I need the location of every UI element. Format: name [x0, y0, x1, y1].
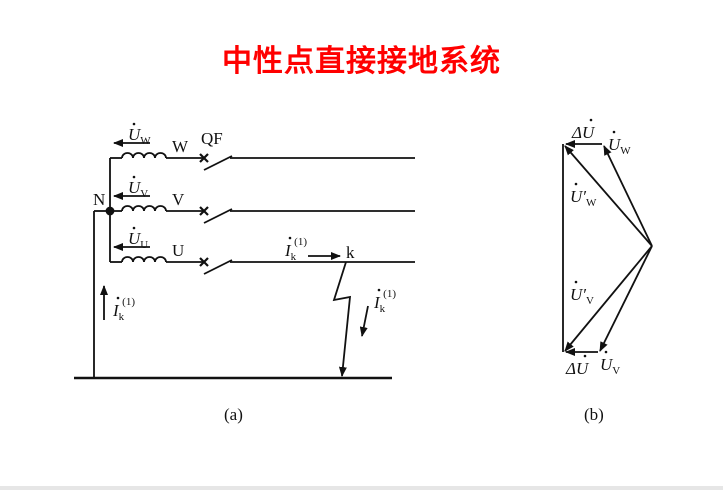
- label-uw: UW: [128, 125, 151, 147]
- page-title: 中性点直接接地系统: [222, 44, 501, 79]
- label-ik-line: Ik(1): [284, 236, 307, 263]
- phasor-uw-prime: [564, 145, 653, 247]
- neutral-label: N: [93, 190, 105, 209]
- breaker-qf: [199, 153, 233, 275]
- label-phasor-uv: UV: [600, 355, 620, 377]
- label-uv: UV: [128, 178, 148, 200]
- circuit-diagram: [74, 139, 415, 380]
- fault-point-label: k: [346, 243, 355, 262]
- phase-w-line: [110, 152, 415, 159]
- breaker-label: QF: [201, 129, 223, 148]
- label-ik-neutral: Ik(1): [112, 296, 135, 323]
- caption-a: (a): [224, 405, 243, 424]
- phasor-uv-prime: [564, 245, 653, 352]
- phasor-diagram: [562, 140, 653, 356]
- bottom-divider: [0, 486, 723, 490]
- label-delta-u-top: ΔU: [571, 123, 596, 142]
- label-uu: UU: [128, 229, 148, 251]
- label-delta-u-bottom: ΔU: [565, 359, 590, 378]
- label-phasor-uw: UW: [608, 135, 631, 157]
- fault-path: [332, 261, 352, 377]
- phasor-labels: ΔU UW U′W U′V ΔU UV (b): [565, 118, 631, 424]
- fault-current-arrow: [359, 305, 369, 337]
- label-phasor-uw-prime: U′W: [570, 187, 597, 209]
- caption-b: (b): [584, 405, 604, 424]
- circuit-labels: UW UV UU W V U QF N k Ik(1) Ik(1) Ik(1) …: [93, 122, 396, 424]
- phasor-uw: [603, 145, 653, 247]
- phase-label-v: V: [172, 190, 185, 209]
- label-phasor-uv-prime: U′V: [570, 285, 594, 307]
- label-ik-fault: Ik(1): [373, 288, 396, 315]
- phase-u-line: [110, 256, 415, 263]
- phasor-uv: [599, 245, 653, 352]
- phase-label-u: U: [172, 241, 184, 260]
- phase-label-w: W: [172, 137, 189, 156]
- phase-v-line: [110, 205, 415, 212]
